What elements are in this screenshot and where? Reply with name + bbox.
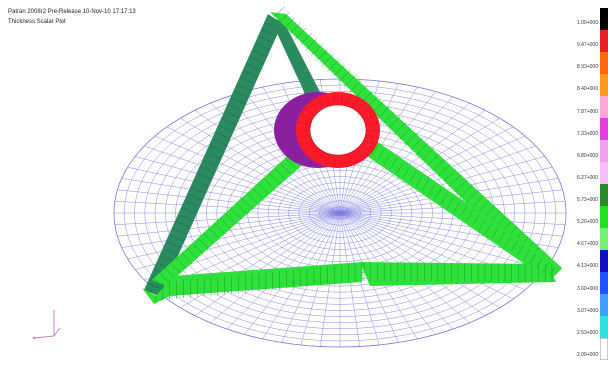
- legend-swatch: [600, 250, 608, 272]
- strut-apex-ring: [270, 18, 320, 96]
- legend-label: 8.40+000: [577, 86, 598, 93]
- legend-swatch: [600, 228, 608, 250]
- legend-color-bar: [600, 0, 608, 369]
- legend-label: 8.93+000: [577, 64, 598, 71]
- legend-swatch: [600, 8, 608, 30]
- strut-lower-truss: [142, 134, 556, 304]
- viewport-subtitle: Thickness Scalar Plot: [8, 19, 66, 25]
- legend-swatch: [600, 96, 608, 118]
- legend-label: 7.87+000: [577, 108, 598, 115]
- legend-swatch: [600, 294, 608, 316]
- legend-label: 9.47+000: [577, 42, 598, 49]
- legend-swatch: [600, 162, 608, 184]
- legend-label: 1.00+000: [577, 20, 598, 26]
- legend-swatch: [600, 184, 608, 206]
- legend-label: 4.67+000: [577, 241, 598, 248]
- legend-swatch: [600, 338, 608, 360]
- ring-cylinder: [274, 92, 380, 168]
- legend-label: 4.13+000: [577, 263, 598, 270]
- legend-swatch: [600, 316, 608, 338]
- legend-swatch: [600, 272, 608, 294]
- legend-swatch: [600, 206, 608, 228]
- viewport-title: Patran 2008r2 Pre-Release 10-Nov-10 17:1…: [8, 9, 136, 15]
- legend-label: 3.60+000: [577, 285, 598, 292]
- legend-label: 6.27+000: [577, 174, 598, 181]
- strut-right-upper: [270, 6, 562, 282]
- legend-label: 7.33+000: [577, 130, 598, 137]
- legend-swatch: [600, 52, 608, 74]
- legend-label: 6.80+000: [577, 152, 598, 159]
- legend-swatch: [600, 140, 608, 162]
- legend-swatch: [600, 74, 608, 96]
- legend-label: 3.07+000: [577, 307, 598, 314]
- coordinate-triad-icon: [32, 310, 61, 340]
- legend-label: 2.53+000: [577, 329, 598, 336]
- legend-label: 5.20+000: [577, 219, 598, 226]
- legend-label: 5.73+000: [577, 197, 598, 204]
- legend-swatch: [600, 118, 608, 140]
- legend-label: 2.00+000: [577, 352, 598, 358]
- legend-swatch: [600, 30, 608, 52]
